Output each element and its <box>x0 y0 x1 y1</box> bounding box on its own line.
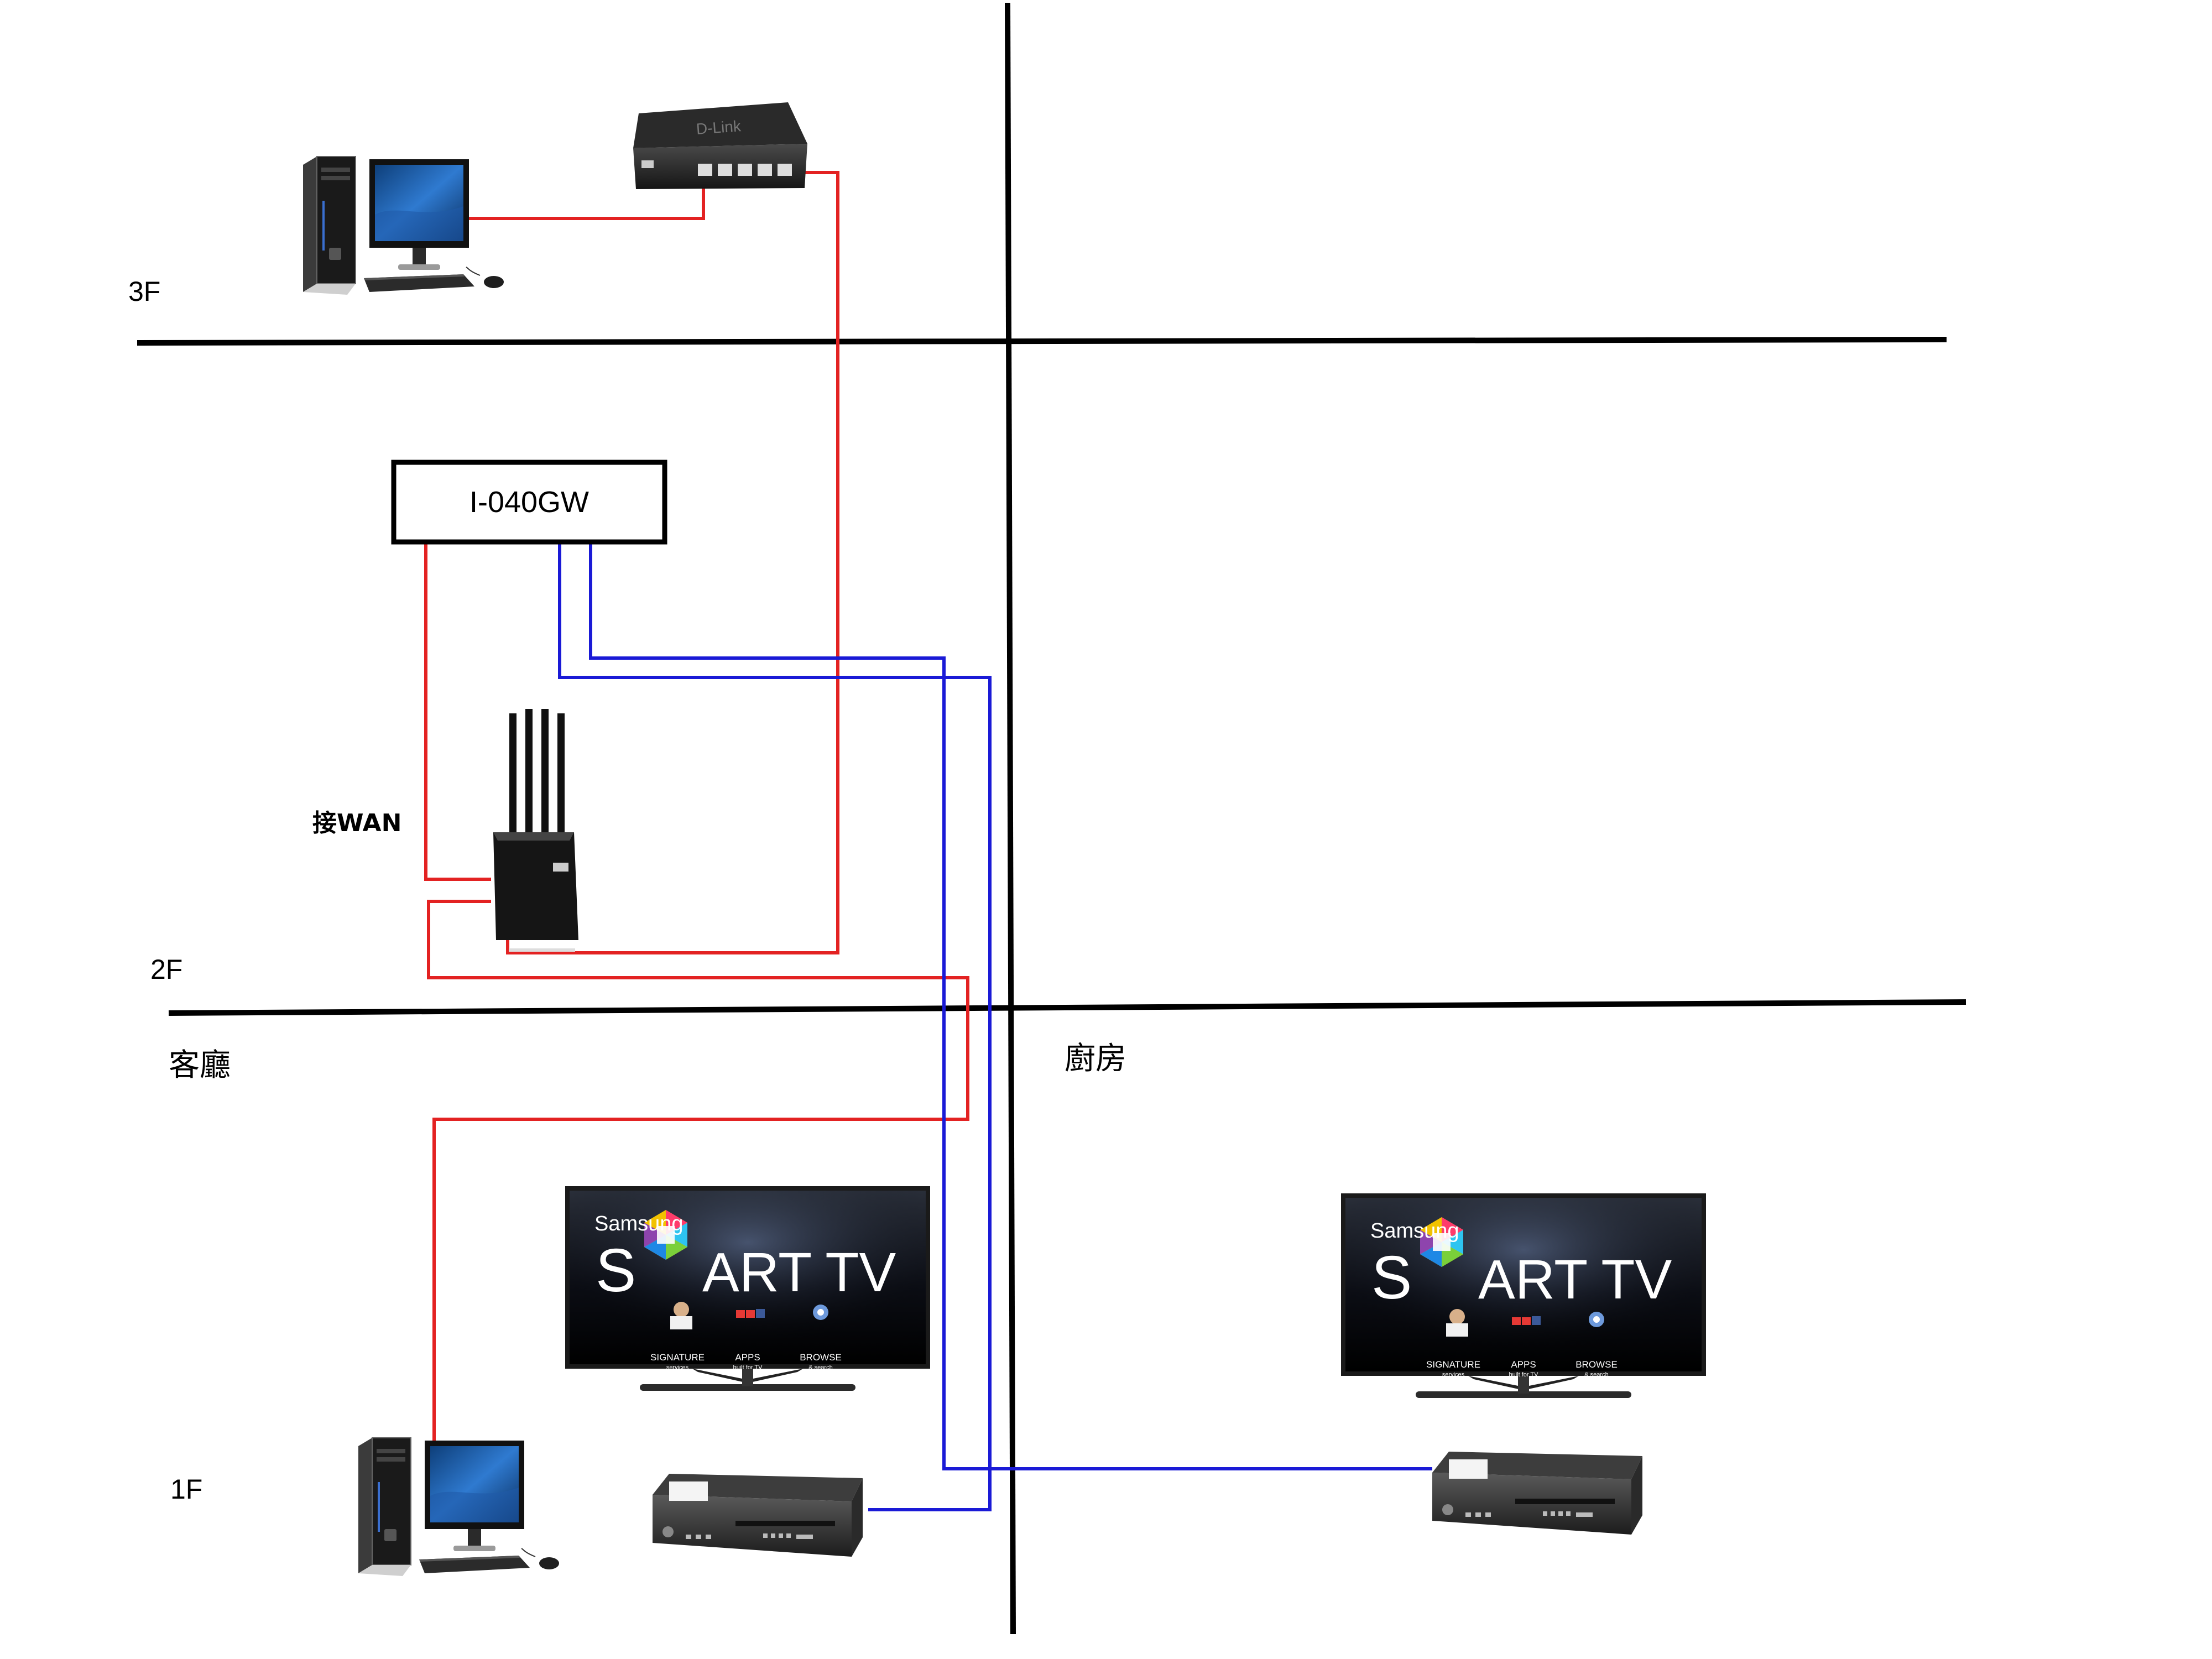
living-tv-title-rest: ART TV <box>702 1241 896 1303</box>
router-antenna-icon <box>541 709 549 858</box>
living-tv-brand: Samsung <box>594 1212 684 1235</box>
gateway-label: I-040GW <box>469 486 589 519</box>
living-tv-title-s: S <box>596 1237 636 1305</box>
router-antenna-icon <box>557 713 565 863</box>
router-antenna-icon <box>525 709 533 858</box>
living-room-set-top-box-icon <box>653 1474 863 1557</box>
room-label-kitchen: 廚房 <box>1065 1041 1126 1077</box>
wireless-router <box>493 709 578 952</box>
iptv-links <box>558 544 1432 1511</box>
kitchen-tv-feature-3: BROWSE <box>1575 1359 1618 1370</box>
kitchen-tv-feature-2-sub: built for TV <box>1509 1371 1539 1378</box>
kitchen-tv-title-s: S <box>1371 1244 1412 1312</box>
tv-screen-texts: Samsung S ART TV SIGNATURE services APPS… <box>594 1212 1672 1378</box>
vertical-room-divider <box>1005 2 1016 1635</box>
ethernet-links <box>424 171 969 1443</box>
wan-connection-note: 接WAN <box>312 809 401 837</box>
gateway-box <box>391 460 667 545</box>
kitchen-tv-feature-1-sub: services <box>1442 1371 1465 1378</box>
computer-1f-icon <box>358 1437 560 1577</box>
kitchen-tv-feature-2: APPS <box>1511 1359 1536 1370</box>
kitchen-tv-brand: Samsung <box>1370 1219 1459 1243</box>
gateway-to-kitchen-stb-link <box>589 544 1432 1470</box>
router-to-living-room-pc-link <box>427 900 969 1443</box>
floor-divider-3f-2f <box>137 337 1947 346</box>
floor-label-1f: 1F <box>170 1474 202 1505</box>
living-tv-feature-3-sub: & search <box>808 1364 832 1371</box>
labels: 3F 2F 1F 客廳 廚房 接WAN <box>128 276 1126 1505</box>
living-tv-feature-2: APPS <box>735 1352 760 1363</box>
living-tv-feature-1-sub: services <box>666 1364 689 1371</box>
living-tv-feature-1: SIGNATURE <box>650 1352 705 1363</box>
switch-to-router-link <box>506 171 839 954</box>
gateway-to-living-room-stb-link <box>558 544 992 1511</box>
gateway-to-router-wan-link <box>424 544 491 881</box>
room-label-living-room: 客廳 <box>169 1047 231 1083</box>
computer-3f-icon <box>303 156 504 295</box>
floor-divider-2f-1f <box>168 999 1966 1016</box>
floor-label-2f: 2F <box>150 954 182 985</box>
floor-dividers <box>137 2 1966 1635</box>
ethernet-switch: D-Link <box>633 102 807 189</box>
router-antenna-icon <box>509 713 517 863</box>
kitchen-tv-title-rest: ART TV <box>1478 1249 1672 1311</box>
floor-label-3f: 3F <box>128 276 160 307</box>
svg-text:D-Link: D-Link <box>696 117 742 138</box>
gateway-i040gw: I-040GW <box>391 460 667 545</box>
living-tv-feature-3: BROWSE <box>800 1352 842 1363</box>
living-tv-feature-2-sub: built for TV <box>733 1364 763 1371</box>
kitchen-tv-feature-3-sub: & search <box>1584 1371 1608 1378</box>
kitchen-set-top-box-icon <box>1432 1452 1642 1535</box>
kitchen-tv-feature-1: SIGNATURE <box>1426 1359 1480 1370</box>
